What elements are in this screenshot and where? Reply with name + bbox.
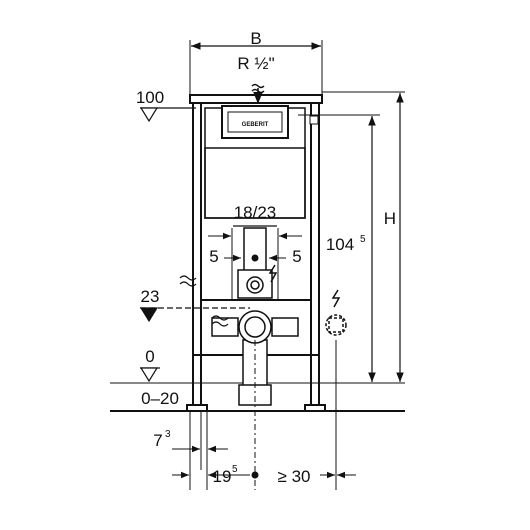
water-inlet-icon [251,83,265,104]
electric-icon [268,264,347,336]
bottom-dimensions [172,340,356,490]
height-label: H [384,209,396,228]
bottom-left-sup: 3 [165,429,171,440]
bottom-center-main: 19 [213,467,232,486]
level-marks [139,107,250,383]
height-dimensions [298,91,405,382]
spacing-dimensions [208,225,302,300]
drain-pipe [237,227,273,406]
brand-logo: GEBERIT [242,122,269,128]
level-range: 0–20 [141,389,179,408]
width-dimension [189,40,323,100]
bottom-right: ≥ 30 [278,467,311,486]
level-top: 100 [136,88,164,107]
flush-plate: GEBERIT [221,105,289,139]
width-label: B [250,29,261,48]
level-floor: 0 [145,347,154,366]
water-wave-icon [179,275,229,327]
outlet-elbow [211,310,299,344]
level-mid: 23 [141,287,160,306]
install-height-main: 104 [326,235,354,254]
bottom-center-sup: 5 [232,464,238,475]
pipe-label: R ½" [237,54,274,73]
install-height-sup: 5 [360,234,366,245]
spacing-label: 18/23 [234,203,277,222]
bottom-left-main: 7 [153,431,162,450]
right-offset: 5 [292,247,301,266]
left-offset: 5 [209,247,218,266]
